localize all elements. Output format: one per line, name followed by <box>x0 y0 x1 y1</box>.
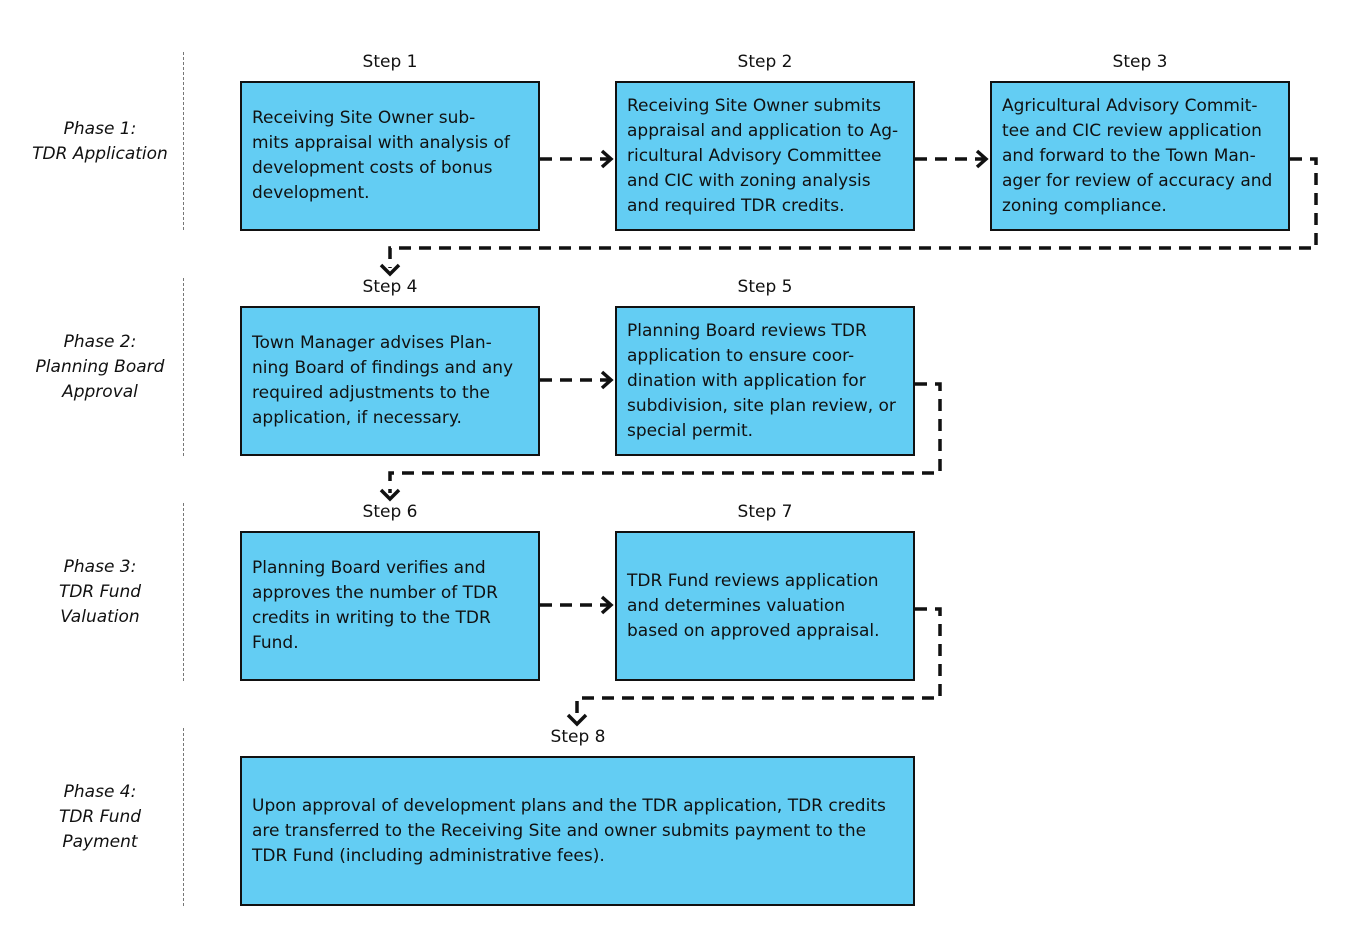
arrowhead-icon <box>600 595 614 615</box>
step-2-box: Receiving Site Owner submits appraisal a… <box>615 81 915 231</box>
step-1-box: Receiving Site Owner sub- mits appraisal… <box>240 81 540 231</box>
arrowhead-icon <box>379 488 401 502</box>
connector-5-to-6 <box>388 382 942 493</box>
step-6-label: Step 6 <box>362 502 418 522</box>
step-7-label: Step 7 <box>737 502 793 522</box>
arrowhead-icon <box>566 713 588 727</box>
phase-divider-2 <box>183 278 184 456</box>
step-2-text: Receiving Site Owner submits appraisal a… <box>627 95 899 216</box>
phase-divider-3 <box>183 503 184 681</box>
step-4-text: Town Manager advises Plan- ning Board of… <box>252 333 514 428</box>
arrowhead-icon <box>600 370 614 390</box>
step-6-box: Planning Board verifies and approves the… <box>240 531 540 681</box>
step-4-box: Town Manager advises Plan- ning Board of… <box>240 306 540 456</box>
phase-divider-1 <box>183 52 184 230</box>
connector-3-to-4 <box>388 157 1318 268</box>
step-3-box: Agricultural Advisory Commit- tee and CI… <box>990 81 1290 231</box>
step-5-text: Planning Board reviews TDR application t… <box>627 320 896 441</box>
step-3-text: Agricultural Advisory Commit- tee and CI… <box>1002 95 1273 216</box>
connector-7-to-8 <box>575 607 942 718</box>
step-8-text: Upon approval of development plans and t… <box>252 795 886 866</box>
step-8-label: Step 8 <box>550 727 606 747</box>
step-2-label: Step 2 <box>737 52 793 72</box>
arrowhead-icon <box>600 149 614 169</box>
step-6-text: Planning Board verifies and approves the… <box>252 558 498 653</box>
step-7-text: TDR Fund reviews application and determi… <box>627 570 880 641</box>
step-7-box: TDR Fund reviews application and determi… <box>615 531 915 681</box>
step-5-label: Step 5 <box>737 277 793 297</box>
arrowhead-icon <box>975 149 989 169</box>
step-4-label: Step 4 <box>362 277 418 297</box>
phase-1-label: Phase 1:TDR Application <box>32 119 168 164</box>
phase-divider-4 <box>183 728 184 906</box>
arrowhead-icon <box>379 263 401 277</box>
step-5-box: Planning Board reviews TDR application t… <box>615 306 915 456</box>
step-3-label: Step 3 <box>1112 52 1168 72</box>
step-8-box: Upon approval of development plans and t… <box>240 756 915 906</box>
step-1-label: Step 1 <box>362 52 418 72</box>
step-1-text: Receiving Site Owner sub- mits appraisal… <box>252 108 510 203</box>
